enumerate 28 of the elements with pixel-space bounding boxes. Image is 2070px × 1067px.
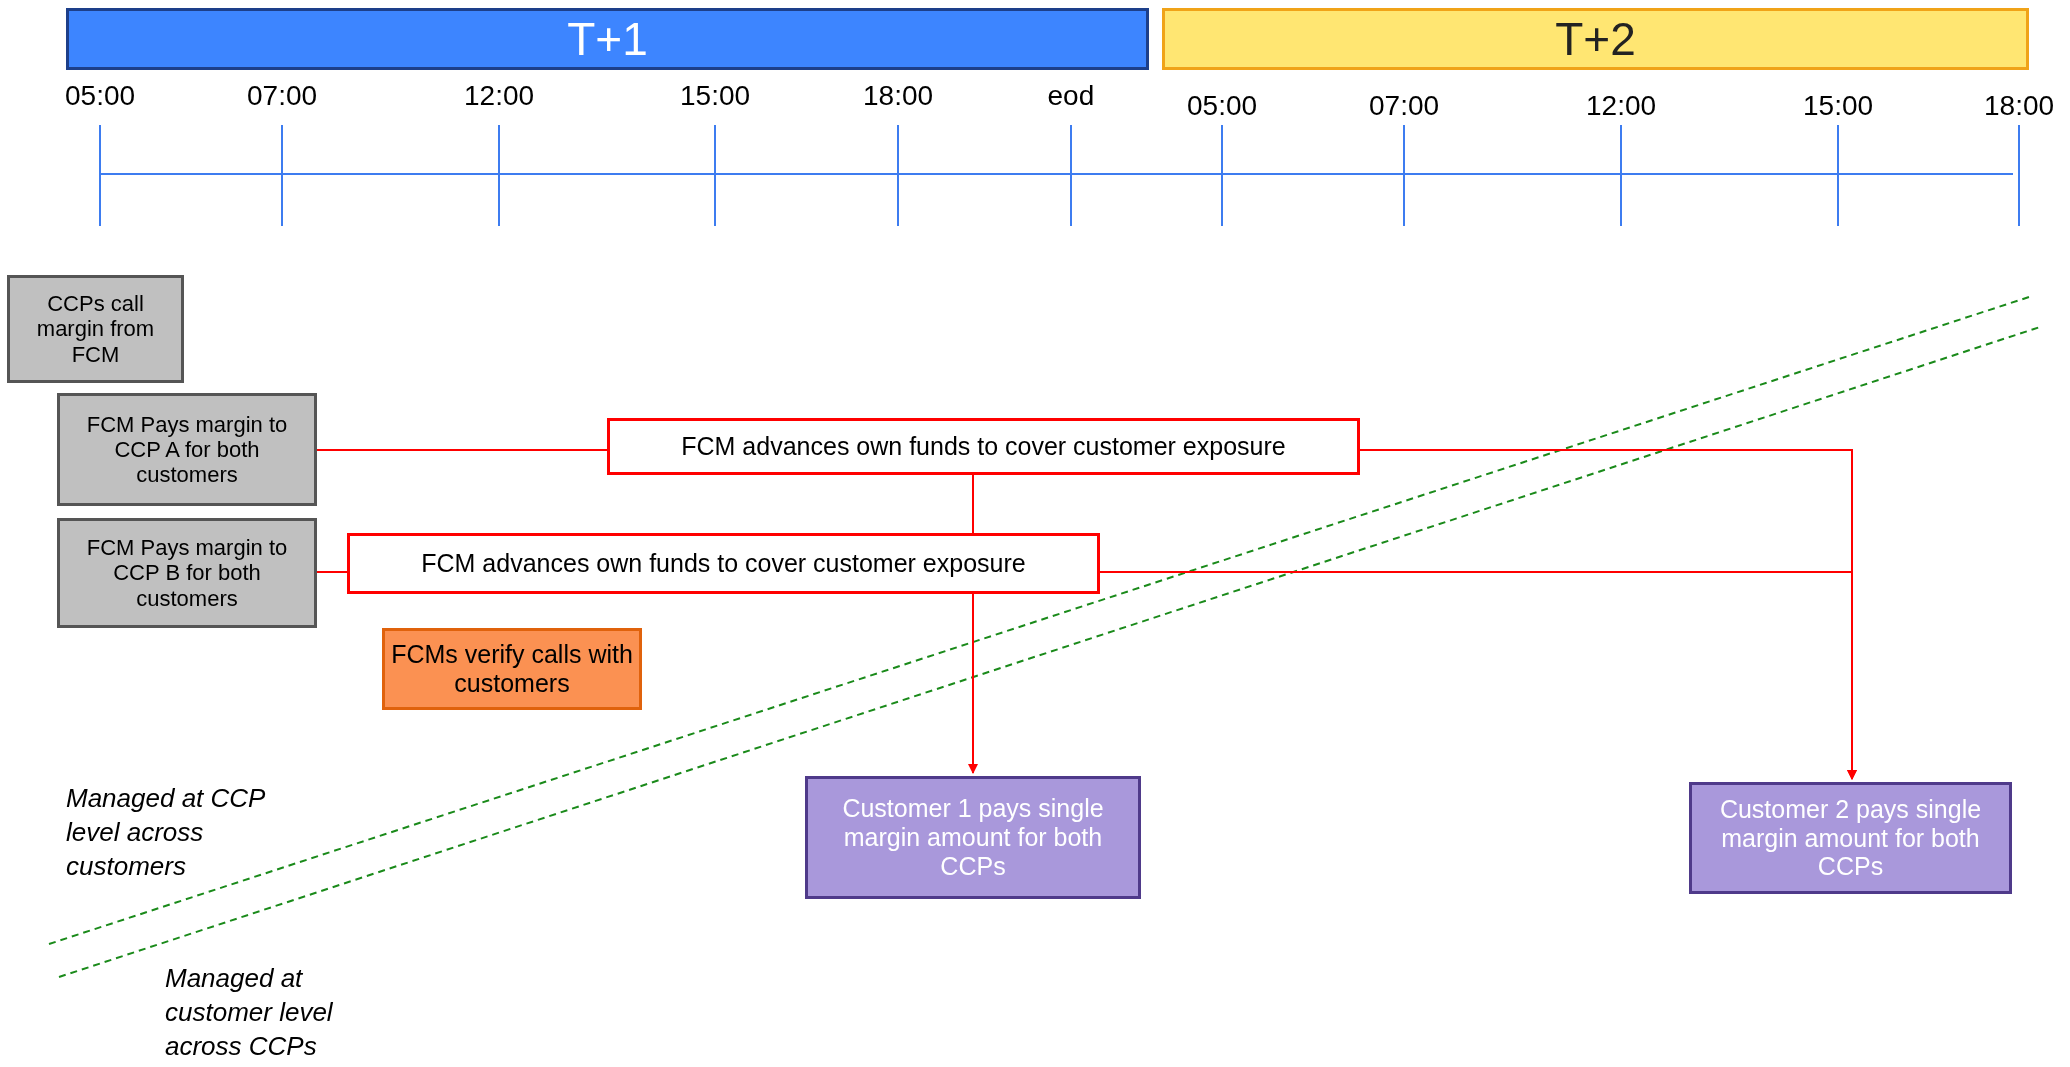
- process-box: FCM advances own funds to cover customer exposure: [607, 418, 1360, 475]
- phase-band: T+2: [1162, 8, 2029, 70]
- time-label: 12:00: [1586, 90, 1657, 122]
- payment-box: Customer 1 pays single margin amount for both CCPs: [805, 776, 1141, 899]
- process-box: CCPs call margin from FCM: [7, 275, 184, 383]
- time-label: 05:00: [65, 80, 136, 112]
- arrow: [1099, 571, 1857, 780]
- time-label: 07:00: [1369, 90, 1440, 122]
- time-label: 07:00: [247, 80, 318, 112]
- process-box: FCM advances own funds to cover customer exposure: [347, 533, 1100, 594]
- process-box: FCM Pays margin to CCP A for both customers: [57, 393, 317, 506]
- time-label: 18:00: [1984, 90, 2055, 122]
- time-label: 12:00: [464, 80, 535, 112]
- region-note: Managed at CCP level across customers: [66, 782, 266, 883]
- phase-band: T+1: [66, 8, 1149, 70]
- time-label: 15:00: [1803, 90, 1874, 122]
- connector-line: [316, 449, 608, 451]
- arrow: [968, 593, 978, 774]
- time-label: 15:00: [680, 80, 751, 112]
- region-note: Managed at customer level across CCPs: [165, 962, 334, 1063]
- time-label: eod: [1047, 80, 1095, 112]
- process-box: FCM Pays margin to CCP B for both customers: [57, 518, 317, 628]
- time-label: 05:00: [1187, 90, 1258, 122]
- connector-line: [972, 474, 974, 534]
- time-label: 18:00: [863, 80, 934, 112]
- payment-box: Customer 2 pays single margin amount for both CCPs: [1689, 782, 2012, 894]
- connector-line: [316, 571, 348, 573]
- process-box: FCMs verify calls with customers: [382, 628, 642, 710]
